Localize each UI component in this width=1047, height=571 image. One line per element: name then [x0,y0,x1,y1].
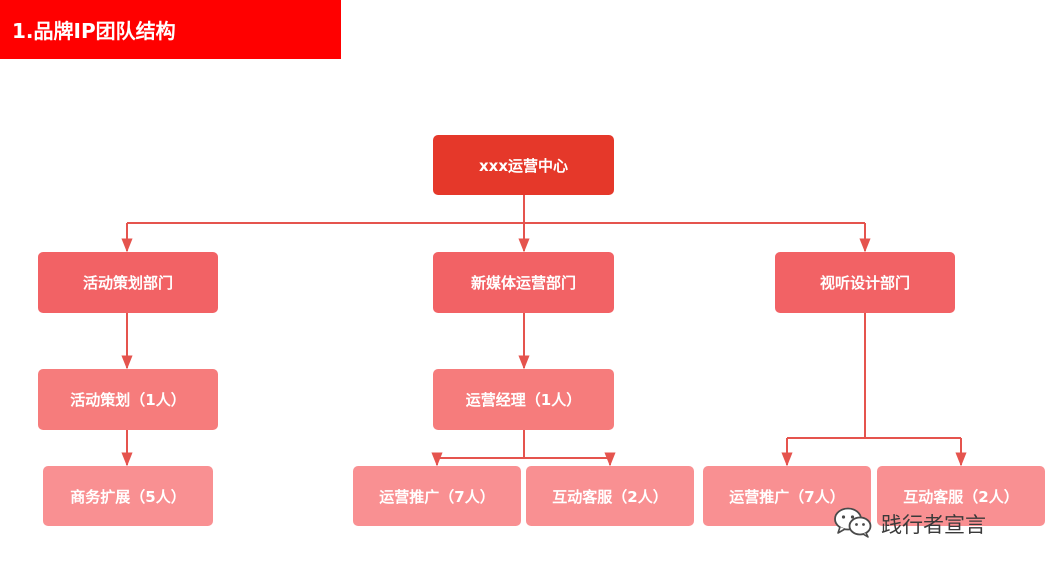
node-root: xxx运营中心 [433,135,614,195]
section-title: 1.品牌IP团队结构 [0,0,341,59]
node-role-ops-manager: 运营经理（1人） [433,369,614,430]
node-ops-promotion-1: 运营推广（7人） [353,466,521,526]
node-dept-av-design: 视听设计部门 [775,252,955,313]
watermark-text: 践行者宣言 [881,513,986,537]
watermark: 践行者宣言 [833,506,986,542]
node-customer-service-2: 互动客服（2人） [877,466,1045,526]
node-role-activity-planner: 活动策划（1人） [38,369,218,430]
node-customer-service-1: 互动客服（2人） [526,466,694,526]
wechat-icon [833,506,873,543]
node-dept-new-media: 新媒体运营部门 [433,252,614,313]
node-business-expansion: 商务扩展（5人） [43,466,213,526]
node-dept-activity-planning: 活动策划部门 [38,252,218,313]
